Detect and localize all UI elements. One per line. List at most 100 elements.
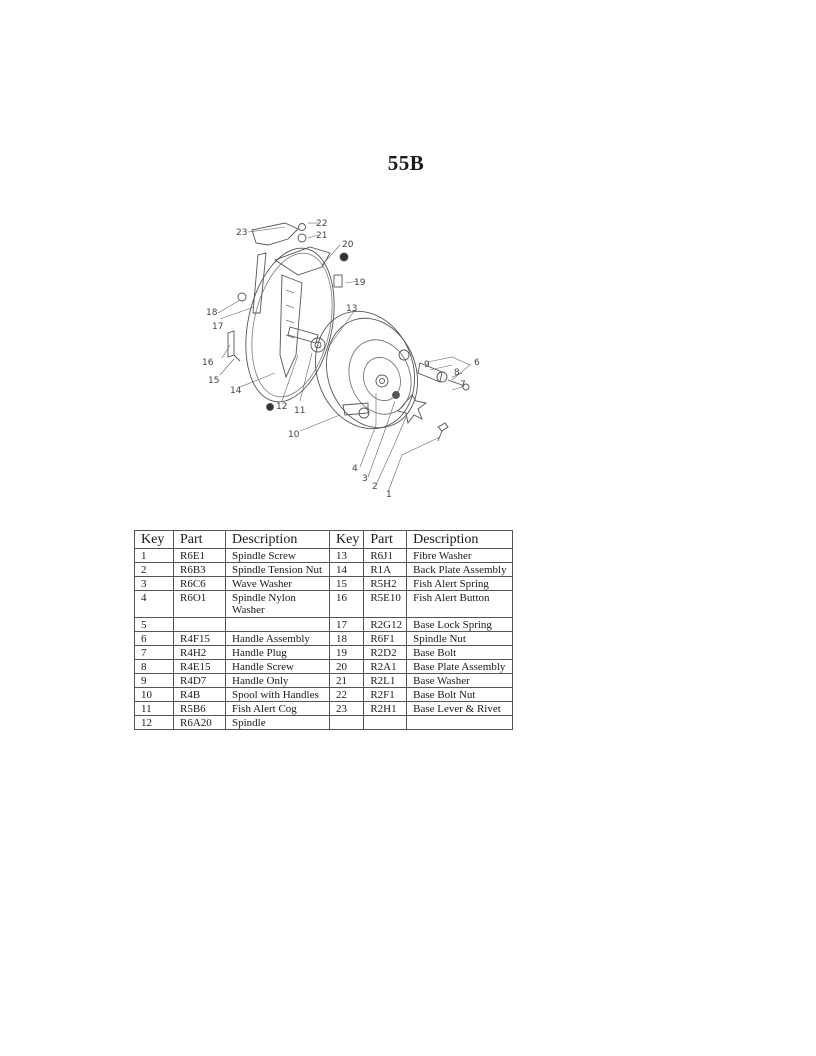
spool-shape: [314, 310, 416, 430]
callout-20: 20: [342, 240, 354, 250]
callout-3: 3: [362, 474, 368, 484]
callout-2: 2: [372, 482, 378, 492]
cell-key: 23: [328, 701, 365, 716]
cell-description: Fish Alert Cog: [225, 701, 330, 716]
header-description: Description: [225, 530, 330, 549]
cell-part: R2H1: [363, 701, 408, 716]
cell-description: Base Plate Assembly: [406, 659, 514, 674]
page-title-text: 55B: [387, 151, 425, 175]
cell-key: 6: [134, 631, 174, 646]
cell-key: 3: [134, 576, 174, 591]
cell-key: 10: [134, 687, 174, 702]
cell-key: 22: [328, 687, 365, 702]
cell-description: Fish Alert Button: [406, 590, 514, 618]
cell-description: Back Plate Assembly: [406, 562, 514, 577]
table-row: 8 R4E15 Handle Screw 20 R2A1 Base Plate …: [134, 659, 514, 674]
cell-part: R6E1: [173, 548, 226, 563]
cell-key: 9: [134, 673, 174, 688]
callout-19: 19: [354, 278, 366, 288]
cell-key: 20: [328, 659, 365, 674]
cell-part: R2F1: [363, 687, 408, 702]
cell-description: Spindle Tension Nut: [225, 562, 330, 577]
cell-description: Fish Alert Spring: [406, 576, 514, 591]
cell-key: 13: [328, 548, 365, 563]
cell-part: R1A: [363, 562, 408, 577]
cell-part: R4B: [173, 687, 226, 702]
cell-part: [363, 715, 408, 730]
header-part: Part: [173, 530, 226, 549]
table-row: 4 R6O1 Spindle Nylon Washer 16 R5E10 Fis…: [134, 590, 514, 618]
cell-key: 17: [328, 617, 365, 632]
cell-description: [225, 617, 330, 632]
table-row: 3 R6C6 Wave Washer 15 R5H2 Fish Alert Sp…: [134, 576, 514, 591]
cell-description: Handle Assembly: [225, 631, 330, 646]
table-row: 12 R6A20 Spindle: [134, 715, 514, 730]
cell-part: R5B6: [173, 701, 226, 716]
cell-key: 15: [328, 576, 365, 591]
cell-description: Handle Only: [225, 673, 330, 688]
header-key-2: Key: [328, 530, 365, 549]
cell-part: R6C6: [173, 576, 226, 591]
cell-key: 21: [328, 673, 365, 688]
cell-part: R2G12: [363, 617, 408, 632]
cell-part: R4E15: [173, 659, 226, 674]
cell-description: Fibre Washer: [406, 548, 514, 563]
cell-description: Base Washer: [406, 673, 514, 688]
header-key: Key: [134, 530, 174, 549]
callout-16: 16: [202, 358, 214, 368]
cell-description: Spindle Screw: [225, 548, 330, 563]
table-row: 9 R4D7 Handle Only 21 R2L1 Base Washer: [134, 673, 514, 688]
cell-part: R4H2: [173, 645, 226, 660]
callout-23: 23: [236, 228, 247, 238]
table-row: 2 R6B3 Spindle Tension Nut 14 R1A Back P…: [134, 562, 514, 577]
cell-part: [173, 617, 226, 632]
cell-key: 7: [134, 645, 174, 660]
callout-17: 17: [212, 322, 223, 332]
callout-8: 8: [454, 368, 460, 378]
cell-part: R2A1: [363, 659, 408, 674]
callout-11: 11: [294, 406, 305, 416]
reel-diagram-svg: 23 22 21 20 19 13 18 17 16 15 14 12 11 1…: [202, 219, 480, 500]
callout-6: 6: [474, 358, 480, 368]
callout-14: 14: [230, 386, 242, 396]
callout-1: 1: [386, 490, 392, 500]
callout-21: 21: [316, 231, 327, 241]
callout-10: 10: [288, 430, 300, 440]
cell-key: 8: [134, 659, 174, 674]
callout-18: 18: [206, 308, 218, 318]
cell-key: 2: [134, 562, 174, 577]
callout-22: 22: [316, 219, 327, 229]
callout-7: 7: [460, 380, 466, 390]
exploded-parts-diagram: 23 22 21 20 19 13 18 17 16 15 14 12 11 1…: [190, 205, 500, 500]
cell-key: 19: [328, 645, 365, 660]
cell-description: Base Bolt: [406, 645, 514, 660]
cell-description: Base Bolt Nut: [406, 687, 514, 702]
callout-13: 13: [346, 304, 357, 314]
cell-part: R6O1: [173, 590, 226, 618]
cell-part: R4D7: [173, 673, 226, 688]
header-description-2: Description: [406, 530, 514, 549]
back-plate-shape: [245, 247, 335, 403]
cell-key: 1: [134, 548, 174, 563]
cell-key: [328, 715, 365, 730]
table-row: 10 R4B Spool with Handles 22 R2F1 Base B…: [134, 687, 514, 702]
cell-description: Handle Plug: [225, 645, 330, 660]
cell-part: R6F1: [363, 631, 408, 646]
cell-description: Handle Screw: [225, 659, 330, 674]
cell-key: 12: [134, 715, 174, 730]
cell-key: 16: [328, 590, 365, 618]
cell-key: 18: [328, 631, 365, 646]
table-row: 5 17 R2G12 Base Lock Spring: [134, 617, 514, 632]
header-part-2: Part: [363, 530, 408, 549]
cell-description: Wave Washer: [225, 576, 330, 591]
callout-9: 9: [424, 360, 430, 370]
table-row: 7 R4H2 Handle Plug 19 R2D2 Base Bolt: [134, 645, 514, 660]
cell-part: R6J1: [363, 548, 408, 563]
callout-4: 4: [352, 464, 358, 474]
cell-description: Spindle Nylon Washer: [225, 590, 330, 618]
cell-description: Spool with Handles: [225, 687, 330, 702]
cell-part: R2D2: [363, 645, 408, 660]
callout-15: 15: [208, 376, 219, 386]
cell-description: [406, 715, 514, 730]
diagram-callout-labels: 23 22 21 20 19 13 18 17 16 15 14 12 11 1…: [202, 219, 480, 500]
